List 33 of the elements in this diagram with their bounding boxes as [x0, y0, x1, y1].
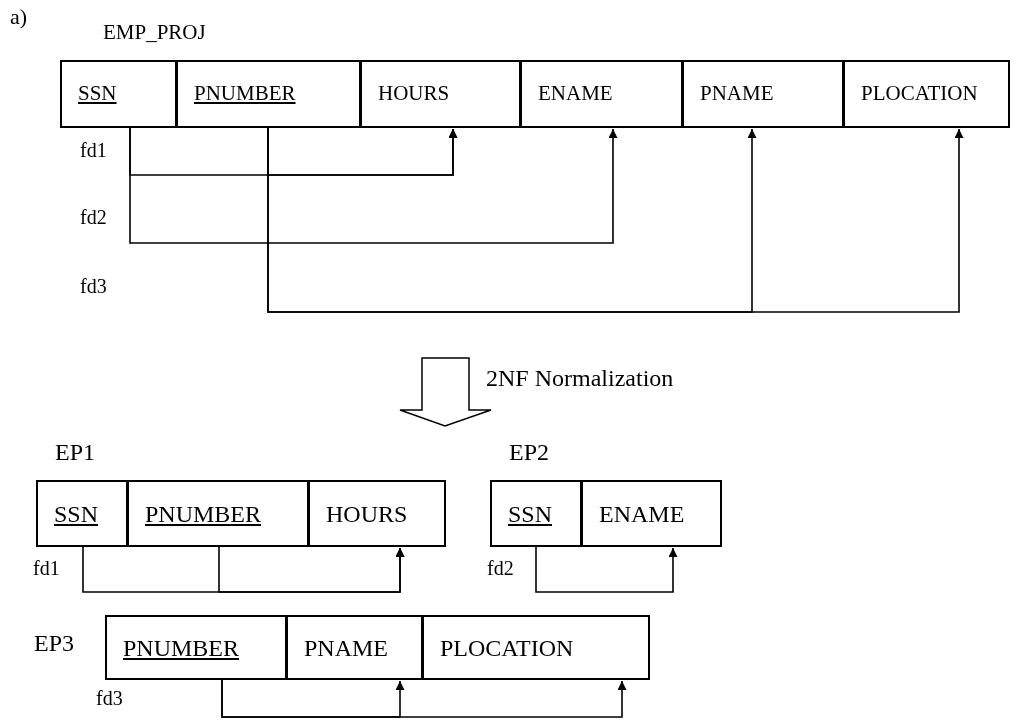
label: fd2: [80, 207, 107, 227]
attribute-cell: PNUMBER: [176, 60, 361, 128]
dependency-arrow: [267, 127, 964, 313]
label: a): [10, 6, 28, 28]
attribute-cell: PLOCATION: [843, 60, 1010, 128]
attribute-cell: ENAME: [581, 480, 722, 547]
label: fd3: [96, 688, 123, 708]
dependency-arrow: [221, 679, 627, 718]
attribute-cell: PNAME: [286, 615, 423, 680]
relation-table: [61, 22, 1011, 129]
attribute-cell: PNUMBER: [127, 480, 309, 547]
label: fd1: [80, 140, 107, 160]
label: fd3: [80, 276, 107, 296]
label: fd2: [487, 558, 514, 578]
label: fd1: [33, 558, 60, 578]
attribute-cell: PNUMBER: [105, 615, 287, 680]
attribute-cell: PNAME: [682, 60, 844, 128]
attribute-cell: PLOCATION: [422, 615, 650, 680]
dependency-arrow: [129, 127, 618, 244]
attribute-cell: ENAME: [520, 60, 683, 128]
relation-name: EMP_PROJ: [103, 22, 206, 43]
relation-name: EP1: [55, 440, 95, 464]
relation-name: EP3: [34, 631, 74, 655]
dependency-arrow: [535, 546, 678, 593]
attribute-cell: SSN: [60, 60, 177, 128]
relation-name: EP2: [509, 440, 549, 464]
attribute-cell: SSN: [36, 480, 128, 547]
dependency-arrow: [218, 546, 405, 593]
label: 2NF Normalization: [486, 366, 674, 390]
attribute-cell: HOURS: [360, 60, 521, 128]
attribute-cell: HOURS: [308, 480, 446, 547]
dependency-arrow: [267, 127, 458, 176]
attribute-cell: SSN: [490, 480, 582, 547]
